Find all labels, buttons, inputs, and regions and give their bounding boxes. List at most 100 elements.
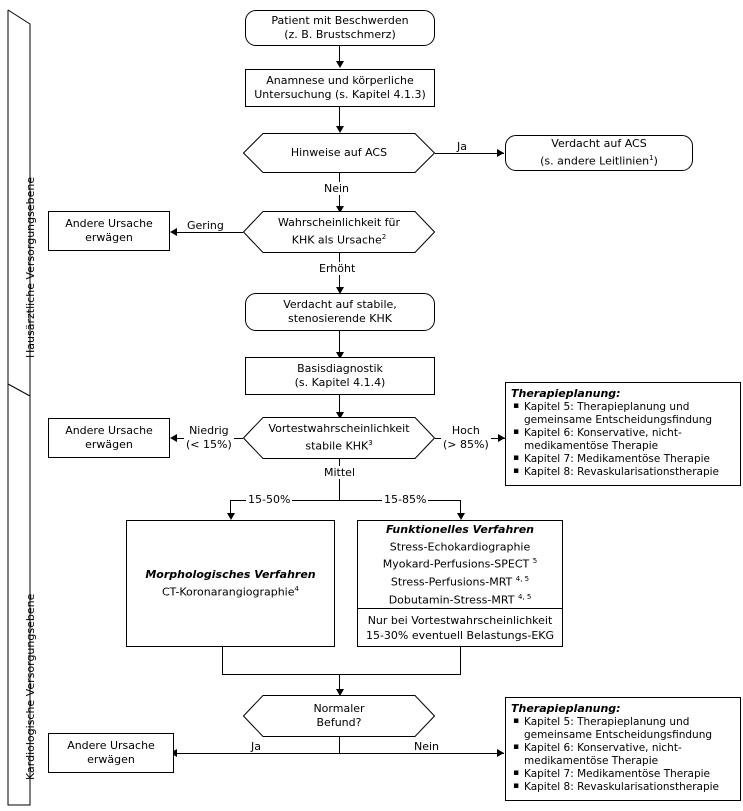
arrow-wahrscheinlichkeit-erhoeht	[336, 287, 344, 294]
edge-patient-to-anamnese	[339, 46, 340, 65]
list-item: Kapitel 7: Medikamentöse Therapie	[511, 452, 735, 466]
panel-therapy-top-list: Kapitel 5: Therapieplanung und gemeinsam…	[511, 400, 735, 479]
edge-split-right-down	[460, 500, 461, 518]
node-andere-ursache-1-line2: erwägen	[85, 231, 133, 244]
box-funktionelles-upper: Funktionelles Verfahren Stress-Echokardi…	[358, 521, 562, 608]
footnote-ref-4: 4	[294, 585, 299, 594]
box-funktionelles-verfahren[interactable]: Funktionelles Verfahren Stress-Echokardi…	[357, 520, 563, 647]
node-andere-ursache-3-line1: Andere Ursache	[67, 739, 155, 752]
box-funktionelles-note: Nur bei Vortestwahrscheinlichkeit 15-30%…	[358, 608, 562, 647]
node-andere-ursache-2-line2: erwägen	[85, 438, 133, 451]
decision-wahrscheinlichkeit-line1: Wahrscheinlichkeit für	[277, 216, 401, 230]
edge-split-left-down	[230, 500, 231, 518]
list-item: Kapitel 6: Konservative, nicht-medikamen…	[511, 426, 735, 453]
panel-therapy-top-title: Therapieplanung:	[511, 387, 621, 400]
node-basisdiagnostik-line2: (s. Kapitel 4.1.4)	[294, 376, 386, 389]
decision-hinweise-acs[interactable]: Hinweise auf ACS	[243, 133, 435, 173]
arrow-hinweise-nein	[336, 206, 344, 213]
box-funktionelles-divider	[358, 608, 562, 609]
box-funktionelles-item-1: Myokard-Perfusions-SPECT 5	[382, 557, 538, 571]
node-patient[interactable]: Patient mit Beschwerden (z. B. Brustschm…	[245, 10, 435, 46]
node-andere-ursache-2-line1: Andere Ursache	[65, 424, 153, 437]
arrow-hinweise-ja	[497, 149, 504, 157]
node-verdacht-acs[interactable]: Verdacht auf ACS (s. andere Leitlinien1)	[505, 135, 693, 171]
list-item: Kapitel 5: Therapieplanung und gemeinsam…	[511, 715, 735, 742]
arrow-anamnese-to-hinweise	[336, 126, 344, 133]
edge-anamnese-to-hinweise	[339, 107, 340, 131]
decision-wahrscheinlichkeit-line2: KHK als Ursache2	[291, 233, 387, 247]
node-andere-ursache-2[interactable]: Andere Ursache erwägen	[48, 418, 170, 458]
decision-vortest-line2: stabile KHK3	[305, 439, 373, 453]
box-funktionelles-note-line2: 15-30% eventuell Belastungs-EKG	[365, 628, 555, 642]
node-basisdiagnostik[interactable]: Basisdiagnostik (s. Kapitel 4.1.4)	[245, 357, 435, 395]
footnote-ref-1: 1	[649, 154, 654, 163]
edge-label-niedrig-line2: (< 15%)	[186, 438, 232, 451]
node-patient-line2: (z. B. Brustschmerz)	[284, 28, 396, 41]
node-verdacht-stabile-line1: Verdacht auf stabile,	[283, 298, 397, 311]
lane-label-primary-care: Hausärztliche Versorgungsebene	[24, 176, 37, 358]
node-andere-ursache-1-line1: Andere Ursache	[65, 217, 153, 230]
box-funktionelles-item-3: Dobutamin-Stress-MRT 4, 5	[388, 592, 532, 607]
list-item: Kapitel 7: Medikamentöse Therapie	[511, 767, 735, 781]
node-andere-ursache-1[interactable]: Andere Ursache erwägen	[48, 211, 170, 251]
arrow-stabile-to-basis	[336, 352, 344, 359]
box-morphologisches-line1: CT-Koronarangiographie4	[162, 585, 299, 599]
edge-label-hoch-line1: Hoch	[451, 424, 480, 437]
box-funktionelles-title: Funktionelles Verfahren	[385, 522, 535, 536]
decision-normaler-befund[interactable]: Normaler Befund?	[243, 695, 435, 737]
panel-therapy-top[interactable]: Therapieplanung: Kapitel 5: Therapieplan…	[505, 382, 741, 486]
edge-vortest-mittel	[339, 459, 340, 501]
footnote-ref-4-5b: 4, 5	[517, 592, 532, 601]
arrow-patient-to-anamnese	[336, 61, 344, 68]
list-item: Kapitel 8: Revaskularisationstherapie	[511, 780, 735, 794]
footnote-ref-2: 2	[381, 233, 387, 242]
edge-stabile-to-basis	[339, 331, 340, 357]
box-morphologisches-verfahren[interactable]: Morphologisches Verfahren CT-Koronarangi…	[126, 520, 335, 647]
node-verdacht-acs-line2: (s. andere Leitlinien1)	[540, 154, 658, 168]
arrow-befund-nein	[497, 749, 504, 757]
node-anamnese-line2: Untersuchung (s. Kapitel 4.1.3)	[254, 88, 426, 101]
panel-therapy-bottom-title: Therapieplanung:	[511, 702, 621, 715]
node-patient-line1: Patient mit Beschwerden	[271, 14, 409, 27]
arrow-split-right	[457, 513, 465, 520]
box-funktionelles-item-2: Stress-Perfusions-MRT 4, 5	[390, 575, 530, 589]
box-morphologisches-title: Morphologisches Verfahren	[145, 568, 316, 582]
box-funktionelles-note-line1: Nur bei Vortestwahrscheinlichkeit	[367, 613, 553, 627]
box-funktionelles-item-0: Stress-Echokardiographie	[389, 540, 531, 554]
edge-label-mittel: Mittel	[322, 466, 357, 479]
node-anamnese-line1: Anamnese und körperliche	[266, 74, 414, 87]
edge-label-nein-acs: Nein	[322, 182, 352, 195]
edge-merge-bar	[222, 674, 461, 675]
list-item: Kapitel 5: Therapieplanung und gemeinsam…	[511, 400, 735, 427]
footnote-ref-5: 5	[532, 557, 538, 566]
node-verdacht-acs-line1: Verdacht auf ACS	[551, 137, 647, 151]
edge-label-gering: Gering	[185, 219, 226, 232]
decision-befund-line2: Befund?	[316, 716, 362, 729]
decision-vortestwahrscheinlichkeit[interactable]: Vortestwahrscheinlichkeit stabile KHK3	[243, 417, 435, 459]
edge-label-split-left: 15-50%	[246, 493, 293, 506]
edge-basis-to-vortest	[339, 395, 340, 417]
list-item: Kapitel 8: Revaskularisationstherapie	[511, 465, 735, 479]
edge-label-nein-befund: Nein	[412, 740, 442, 753]
panel-therapy-bottom[interactable]: Therapieplanung: Kapitel 5: Therapieplan…	[505, 697, 741, 801]
edge-befund-nein	[339, 753, 504, 754]
arrow-split-left	[227, 513, 235, 520]
node-andere-ursache-3-line2: erwägen	[87, 753, 135, 766]
hexagon-shape	[243, 417, 435, 459]
node-verdacht-stabile-line2: stenosierende KHK	[287, 312, 393, 325]
arrow-vortest-hoch	[498, 434, 505, 442]
node-verdacht-stabile[interactable]: Verdacht auf stabile, stenosierende KHK	[245, 293, 435, 331]
arrow-vortest-niedrig	[170, 434, 177, 442]
edge-label-ja-befund: Ja	[249, 740, 263, 753]
arrow-merge-to-befund	[336, 689, 344, 696]
node-anamnese[interactable]: Anamnese und körperliche Untersuchung (s…	[245, 69, 435, 107]
arrow-basis-to-vortest	[336, 412, 344, 419]
edge-hinweise-ja	[435, 153, 504, 154]
decision-wahrscheinlichkeit[interactable]: Wahrscheinlichkeit für KHK als Ursache2	[243, 211, 435, 253]
edge-wahrscheinlichkeit-gering	[176, 232, 243, 233]
node-basisdiagnostik-line1: Basisdiagnostik	[297, 362, 383, 375]
lane-label-cardiology: Kardiologische Versorgungsebene	[24, 593, 37, 780]
footnote-ref-3: 3	[368, 439, 373, 448]
node-andere-ursache-3[interactable]: Andere Ursache erwägen	[48, 733, 174, 773]
